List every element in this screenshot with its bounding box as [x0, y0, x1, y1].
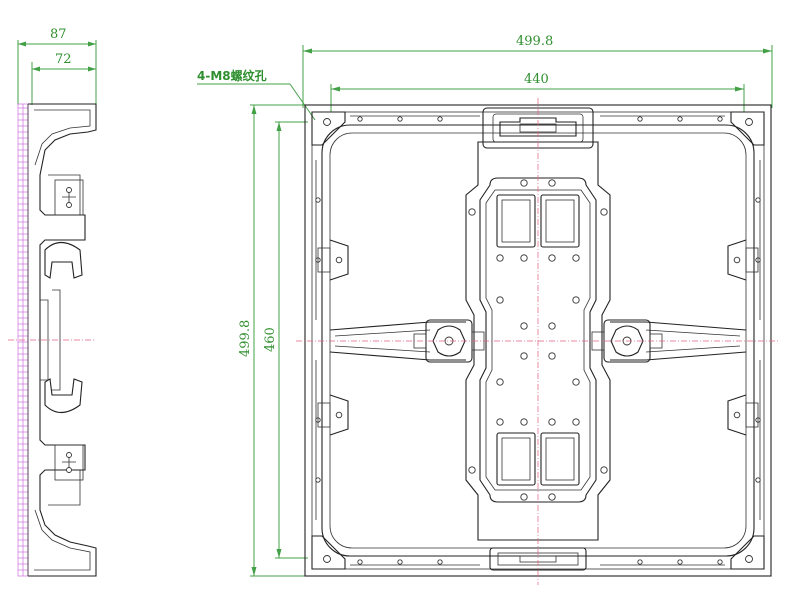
front-inner-width-label: 440	[524, 72, 549, 87]
dimension-front-height: 499.8	[238, 104, 305, 577]
m8-hole-top-left	[323, 118, 331, 126]
m8-hole-bottom-left	[323, 555, 331, 563]
dimension-side-depth: 87	[17, 27, 97, 105]
dimension-side-inner-depth: 72	[31, 52, 97, 105]
side-view: 87 72	[8, 27, 97, 577]
center-plate	[465, 141, 611, 541]
cross-beams	[329, 321, 747, 361]
dimension-front-inner-height: 460	[263, 121, 308, 559]
side-brackets	[317, 239, 759, 436]
side-depth-label: 87	[50, 27, 67, 42]
side-inner-depth-label: 72	[55, 52, 72, 67]
m8-hole-bottom-right	[745, 555, 753, 563]
frame-rails	[315, 115, 761, 566]
holes-note-label: 4-M8螺纹孔	[197, 68, 267, 83]
m8-hole-top-right	[745, 118, 753, 126]
front-width-label: 499.8	[516, 34, 553, 49]
dimension-front-inner-width: 440	[330, 72, 745, 112]
dimension-front-width: 499.8	[302, 34, 773, 108]
corner-brackets	[311, 111, 765, 570]
front-height-label: 499.8	[238, 320, 253, 357]
front-inner-height-label: 460	[263, 327, 278, 352]
holes-note: 4-M8螺纹孔	[197, 68, 316, 121]
front-view	[296, 98, 780, 585]
front-dimensions: 499.8 440 499.8 460	[197, 34, 773, 577]
